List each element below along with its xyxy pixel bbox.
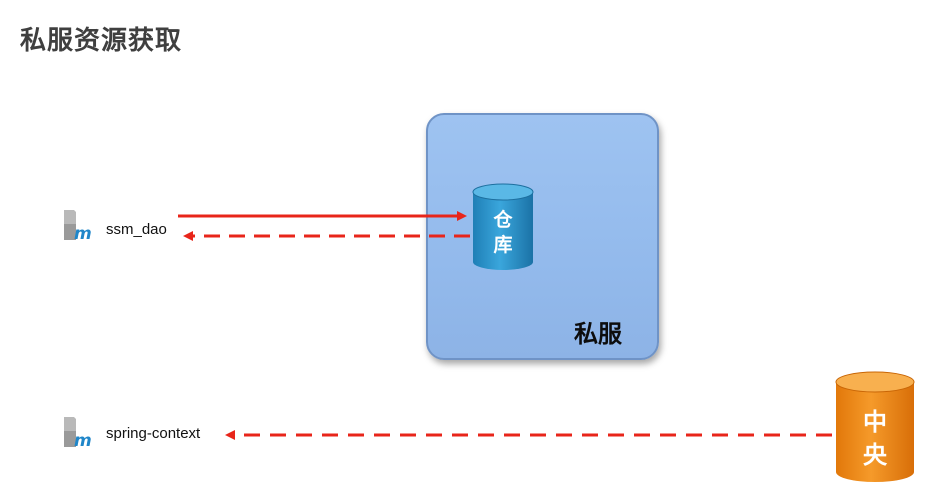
maven-file-icon: m [64, 210, 92, 242]
central-label-line2: 央 [863, 441, 887, 469]
repository-cylinder [472, 183, 534, 270]
artifact-label-ssm-dao: ssm_dao [106, 221, 167, 238]
svg-text:m: m [74, 431, 92, 449]
repository-label-line1: 仓 [493, 209, 513, 231]
artifact-label-spring-context: spring-context [106, 425, 201, 442]
central-cylinder [835, 371, 915, 482]
repository-label-line2: 库 [493, 234, 513, 256]
svg-text:m: m [74, 224, 92, 242]
page-title: 私服资源获取 [20, 26, 183, 56]
private-server-label: 私服 [574, 320, 622, 348]
central-label-line1: 中 [863, 408, 887, 436]
maven-file-icon: m [64, 417, 92, 449]
